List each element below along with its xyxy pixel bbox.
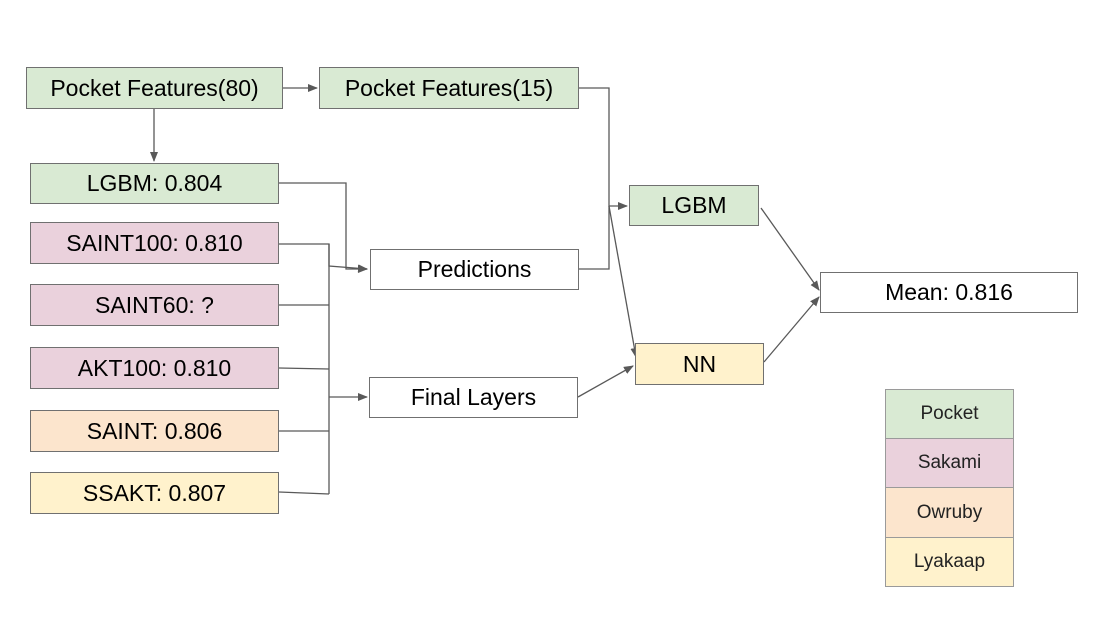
saint-model-node: SAINT: 0.806	[30, 410, 279, 452]
predictions-node: Predictions	[370, 249, 579, 290]
akt100-model-node: AKT100: 0.810	[30, 347, 279, 389]
legend-item-lyakaap: Lyakaap	[885, 537, 1014, 587]
mean-node: Mean: 0.816	[820, 272, 1078, 313]
legend-item-owruby: Owruby	[885, 487, 1014, 538]
edge-predictions-to-lgbm-stacker	[579, 206, 610, 270]
edge-pf15-to-lgbm-stacker	[579, 87, 628, 210]
edge-final-layers-to-nn	[577, 365, 634, 398]
legend-item-pocket: Pocket	[885, 389, 1014, 439]
edge-ssakt-to-bus	[278, 491, 330, 495]
pocket-features-15-node: Pocket Features(15)	[319, 67, 579, 109]
legend-item-sakami: Sakami	[885, 438, 1014, 488]
lgbm-model-node: LGBM: 0.804	[30, 163, 279, 204]
saint60-model-node: SAINT60: ?	[30, 284, 279, 326]
edge-to-nn	[608, 205, 639, 358]
ssakt-model-node: SSAKT: 0.807	[30, 472, 279, 514]
edge-nn-to-mean	[763, 296, 820, 363]
edge-akt100-to-bus	[278, 367, 330, 370]
pocket-features-80-node: Pocket Features(80)	[26, 67, 283, 109]
lgbm-stacker-node: LGBM	[629, 185, 759, 226]
saint100-model-node: SAINT100: 0.810	[30, 222, 279, 264]
legend: Pocket Sakami Owruby Lyakaap	[885, 389, 1014, 587]
edge-saint100-to-predictions	[279, 243, 368, 273]
nn-stacker-node: NN	[635, 343, 764, 385]
edge-lgbm-to-predictions	[279, 182, 368, 273]
edge-lgbm-stacker-to-mean	[760, 207, 820, 291]
final-layers-node: Final Layers	[369, 377, 578, 418]
